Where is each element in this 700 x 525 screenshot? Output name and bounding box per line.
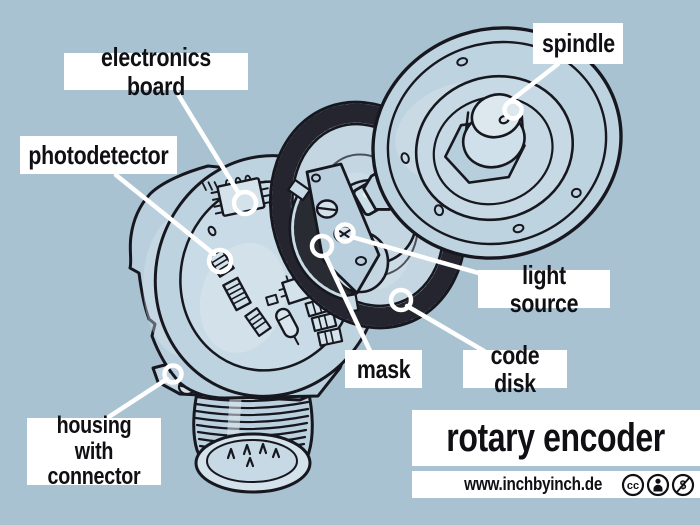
light-source-callout-ring: [334, 222, 356, 244]
code-disk-label: code disk: [463, 341, 567, 397]
end-cap-screw-holes: [400, 57, 582, 234]
electronics-board-callout-ring: [231, 189, 259, 217]
license-icons: cc $: [621, 473, 695, 496]
connector-drawing: [192, 386, 314, 494]
ic-chip: [210, 174, 272, 217]
housing-connector-label: housing with connector: [27, 412, 161, 490]
ic-pin-marks: [201, 181, 220, 191]
housing-callout-ring: [162, 363, 184, 385]
spindle-label-text: spindle: [541, 28, 615, 59]
photodetector-label-text: photodetector: [28, 139, 169, 170]
end-cap-mid2: [432, 95, 554, 206]
connector-pins: [226, 442, 281, 468]
photodetector-callout-ring: [206, 247, 234, 275]
photodetector-label: photodetector: [20, 136, 177, 174]
noncommercial-icon: $: [671, 473, 695, 496]
mask-callout-ring: [309, 233, 335, 259]
board-slot-b: [244, 307, 272, 337]
electronics-board-label: electronics board: [64, 43, 248, 100]
attribution-icon: [646, 473, 670, 496]
website-text: www.inchbyinch.de: [463, 474, 602, 494]
spindle-callout-line: [505, 61, 561, 106]
housing-callout-line: [101, 376, 170, 423]
diagram-title-text: rotary encoder: [446, 415, 666, 460]
end-cap-drawing: [371, 26, 623, 260]
code-disk-label-text: code disk: [490, 339, 540, 398]
housing-connector-label-text: housing with connector: [47, 411, 141, 491]
cc-icon-text: cc: [627, 479, 639, 491]
mask-tab-top: [287, 178, 311, 202]
electronics-board-callout-line: [173, 88, 241, 195]
mask-callout-line: [322, 252, 373, 354]
bracket-hole-bottom: [355, 256, 367, 266]
capacitor: [275, 307, 300, 346]
light-source-label: light source: [478, 261, 610, 317]
photodetector-callout-line: [113, 172, 217, 257]
small-component: [265, 293, 279, 307]
bracket-hole-top: [311, 173, 321, 183]
code-disk-callout-line: [404, 303, 487, 354]
footer-bar: www.inchbyinch.de cc $: [412, 471, 700, 498]
callout-lines: [101, 61, 561, 423]
board-hole: [207, 225, 217, 237]
light-source-callout-line: [349, 234, 485, 277]
mask-label-text: mask: [356, 353, 411, 384]
mask-label: mask: [345, 350, 422, 388]
cc-icon: cc: [621, 473, 645, 496]
board-slot-a: [222, 276, 252, 312]
light-source-label-text: light source: [509, 259, 579, 318]
electronics-board-label-text: electronics board: [101, 42, 211, 101]
housing-drawing: [128, 154, 383, 400]
diagram-title: rotary encoder: [412, 410, 700, 466]
bracket-screw-slot: [317, 206, 337, 212]
spindle-label: spindle: [533, 23, 623, 64]
end-cap-rim: [386, 40, 608, 246]
light-source-cross: [337, 229, 351, 239]
spindle-callout-ring: [502, 99, 524, 121]
code-disk-callout-ring: [388, 287, 414, 313]
